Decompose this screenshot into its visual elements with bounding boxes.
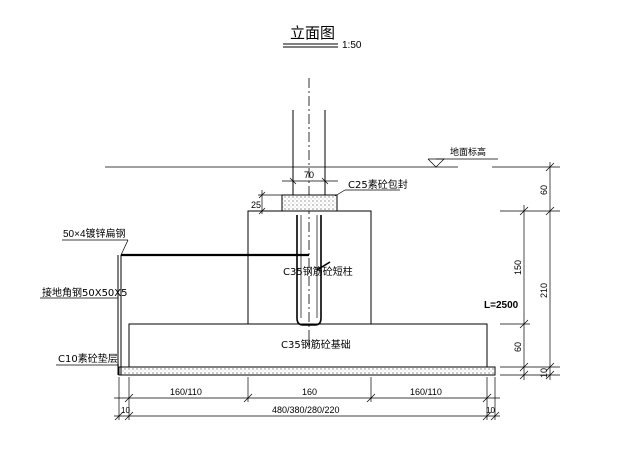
ground-level-marker: 地面标高 bbox=[427, 146, 498, 168]
dim-bottom-edge-left: 10 bbox=[121, 406, 130, 415]
dim-bottom-edge-right: 10 bbox=[486, 406, 495, 415]
drawing-title: 立面图 bbox=[290, 24, 335, 42]
dim-bottom-mid: 160 bbox=[302, 387, 317, 397]
dim-right-top: 60 bbox=[539, 185, 549, 195]
cap-leader: C25素砼包封 bbox=[334, 178, 408, 197]
dim-bottom-total: 480/380/280/220 bbox=[272, 405, 340, 415]
bedding-layer bbox=[118, 366, 496, 376]
short-column-label: C35钢筋砼短柱 bbox=[283, 265, 353, 278]
flat-steel: 50×4镀锌扁钢 bbox=[62, 227, 309, 375]
bedding-callout: C10素砼垫层 bbox=[56, 352, 119, 366]
dim-right-total: 210 bbox=[539, 283, 549, 298]
pipe-width-dimension: 70 bbox=[282, 170, 338, 185]
length-label: L=2500 bbox=[484, 300, 519, 311]
bedding-label: C10素砼垫层 bbox=[58, 352, 118, 365]
dim-right-column: 150 bbox=[513, 260, 523, 275]
cap-height-dimension: 25 bbox=[251, 190, 282, 215]
angle-steel-callout: 接地角钢50X50X5 bbox=[40, 286, 128, 299]
rebar-cage bbox=[296, 215, 331, 326]
svg-text:25: 25 bbox=[251, 200, 261, 210]
right-dimensions: 60 150 60 210 10 bbox=[492, 162, 560, 380]
concrete-cap bbox=[281, 194, 338, 212]
dim-right-bedding: 10 bbox=[539, 368, 549, 378]
flat-steel-label: 50×4镀锌扁钢 bbox=[63, 227, 126, 240]
bottom-dimensions: 160/110 160 160/110 480/380/280/220 10 1… bbox=[114, 377, 500, 421]
dim-right-base: 60 bbox=[513, 342, 523, 352]
angle-steel-label: 接地角钢50X50X5 bbox=[42, 286, 128, 299]
foundation-label: C35钢筋砼基础 bbox=[281, 338, 351, 351]
title-block: 立面图 1:50 bbox=[283, 24, 362, 51]
svg-text:70: 70 bbox=[304, 170, 314, 180]
dim-bottom-right: 160/110 bbox=[410, 387, 442, 397]
ground-level-label: 地面标高 bbox=[450, 146, 486, 158]
drawing-scale: 1:50 bbox=[342, 40, 362, 51]
cap-label: C25素砼包封 bbox=[348, 178, 408, 191]
dim-bottom-left: 160/110 bbox=[170, 387, 202, 397]
